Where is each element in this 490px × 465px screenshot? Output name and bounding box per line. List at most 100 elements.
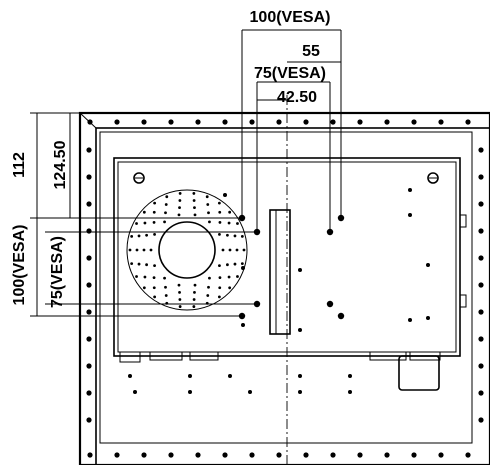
bezel-screw — [465, 119, 471, 125]
fan-hole — [135, 222, 138, 225]
fan-hole — [233, 234, 237, 238]
bezel-screw — [222, 119, 228, 125]
fan-hole — [152, 286, 156, 290]
fan-hole — [178, 206, 181, 210]
fan-grill — [126, 189, 248, 311]
fan-hole — [153, 295, 157, 299]
panel-screw — [188, 374, 192, 378]
fan-hole — [178, 192, 182, 195]
bezel-screw — [86, 174, 92, 180]
horizontal-dimension-lines — [241, 29, 342, 232]
panel-screw — [408, 318, 412, 322]
fan-hole — [178, 199, 182, 202]
fan-hole — [226, 233, 229, 237]
fan-hole — [164, 211, 167, 215]
bezel-screw — [478, 201, 484, 207]
fan-hole — [193, 290, 196, 294]
fan-hole — [218, 210, 222, 214]
fan-hole — [143, 221, 147, 225]
bezel-screw — [411, 452, 417, 458]
bezel-screw — [86, 282, 92, 288]
bezel-screw — [86, 228, 92, 234]
fan-hole — [145, 263, 148, 267]
fan-hole — [236, 275, 239, 278]
panel-screw — [348, 374, 352, 378]
bezel-screw — [86, 336, 92, 342]
dim-55: 55 — [302, 43, 320, 60]
fan-hole — [142, 248, 146, 252]
fan-hole — [192, 199, 196, 202]
fan-hole — [178, 290, 181, 294]
bezel-screw — [168, 452, 174, 458]
panel-screw — [426, 263, 430, 267]
fan-hole — [228, 286, 232, 290]
dim-100-vesa-vertical: 100(VESA) — [11, 225, 28, 306]
fan-hole — [218, 276, 222, 280]
fan-hole — [152, 210, 156, 214]
fan-hole — [218, 286, 222, 290]
panel-screw — [298, 390, 302, 394]
bezel-screw — [438, 119, 444, 125]
panel-screw — [128, 374, 132, 378]
dim-75-vesa-horizontal: 75(VESA) — [254, 65, 326, 82]
fan-hole — [208, 276, 211, 280]
bezel-screw — [195, 452, 201, 458]
vesa-hole-100 — [337, 312, 345, 320]
fan-hole — [208, 220, 211, 224]
fan-hole — [226, 263, 229, 267]
fan-hole — [218, 264, 221, 268]
fan-hole — [128, 248, 132, 252]
fan-hole — [177, 213, 181, 217]
center-bracket — [269, 209, 291, 335]
fan-hole — [178, 305, 182, 308]
dim-124-50: 124.50 — [52, 140, 69, 189]
fan-hole — [193, 213, 197, 217]
fan-hole — [153, 264, 156, 268]
fan-hole — [153, 201, 157, 205]
panel-screw — [241, 266, 245, 270]
fan-hole — [152, 220, 156, 224]
fan-hole — [207, 285, 210, 289]
fan-hole — [221, 248, 225, 252]
bezel-screw — [478, 363, 484, 369]
fan-hole — [228, 248, 232, 252]
bezel-screw — [86, 390, 92, 396]
fan-hole — [235, 248, 239, 252]
panel-screw — [188, 390, 192, 394]
fan-hole — [137, 234, 141, 238]
panel-screw — [133, 390, 137, 394]
bezel-screw — [478, 228, 484, 234]
fan-hole — [236, 222, 239, 225]
corner-mark-icon — [133, 172, 439, 184]
fan-hole — [218, 220, 222, 224]
bezel-screw — [249, 119, 255, 125]
fan-hole — [142, 286, 146, 290]
panel-screw — [298, 328, 302, 332]
fan-hole — [143, 275, 147, 279]
fan-hole — [233, 262, 237, 266]
fan-hole — [192, 305, 196, 308]
bezel-screw — [86, 309, 92, 315]
fan-hole — [205, 195, 209, 199]
fan-hole — [193, 283, 197, 287]
bezel-screw — [168, 119, 174, 125]
fan-hole — [153, 232, 156, 236]
vesa-hole-75 — [326, 300, 334, 308]
bezel-screw — [478, 282, 484, 288]
bezel-screw — [478, 390, 484, 396]
dim-42-50: 42.50 — [277, 89, 317, 106]
fan-hole — [164, 294, 168, 297]
panel-screw — [408, 188, 412, 192]
fan-hole — [206, 294, 210, 297]
fan-hole — [152, 276, 156, 280]
bezel-screw — [195, 119, 201, 125]
panel-screw — [248, 390, 252, 394]
bezel-screw — [357, 119, 363, 125]
bezel-screw — [87, 119, 93, 125]
panel-screws — [128, 188, 430, 394]
bezel-screw — [330, 119, 336, 125]
dim-112: 112 — [11, 152, 28, 178]
bezel-screw — [478, 147, 484, 153]
fan-hole — [163, 220, 166, 224]
fan-hole — [218, 232, 221, 236]
